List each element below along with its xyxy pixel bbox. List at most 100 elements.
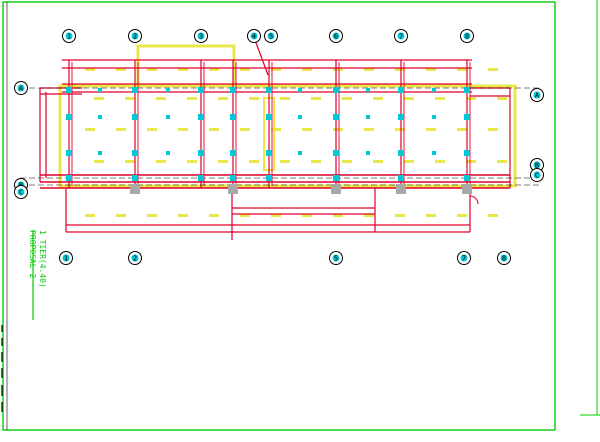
grid-bubble-top-core (397, 32, 405, 40)
column-marker (266, 114, 272, 120)
hatch-dash (364, 128, 374, 131)
hatch-dash (116, 128, 126, 131)
grey-column (331, 184, 341, 194)
column-marker (266, 150, 272, 156)
grid-bubble-left-label: C (19, 189, 23, 197)
column-marker (366, 151, 370, 155)
column-marker (98, 88, 102, 92)
column-marker (166, 115, 170, 119)
grid-bubble-top-core (197, 32, 205, 40)
hatch-dash (147, 214, 157, 217)
grid-bubble-top-label: 6 (334, 33, 338, 41)
grid-bubble-top-label: 7 (399, 33, 403, 41)
column-marker (266, 87, 272, 93)
column-marker (333, 87, 339, 93)
hatch-dash (125, 160, 135, 163)
column-marker (230, 175, 236, 181)
hatch-dash (333, 214, 343, 217)
hatch-dash (426, 128, 436, 131)
door-swing (469, 195, 479, 205)
grid-bubble-top-core (463, 32, 471, 40)
hatch-dash (426, 68, 436, 71)
hatch-dash (156, 160, 166, 163)
hatch-dash (85, 214, 95, 217)
hatch-dash (457, 128, 467, 131)
hatch-dash (209, 128, 219, 131)
grid-bubble-top-label: 3 (199, 33, 203, 41)
column-marker (166, 88, 170, 92)
column-marker (98, 151, 102, 155)
hatch-dash (271, 128, 281, 131)
column-marker (198, 87, 204, 93)
hatch-dash (156, 97, 166, 100)
hatch-dash (125, 97, 135, 100)
hatch-dash (488, 214, 498, 217)
grid-bubble-bottom-core (460, 254, 468, 262)
hatch-dash (85, 128, 95, 131)
hatch-dash (426, 214, 436, 217)
hatch-dash (209, 214, 219, 217)
hatch-dash (240, 128, 250, 131)
column-layer (66, 87, 472, 194)
sheet-border (2, 1, 556, 431)
hatch-dash (488, 68, 498, 71)
column-marker (398, 87, 404, 93)
hatch-dash (280, 160, 290, 163)
grid-bubble-layer: 1234567812578ABCABC (14, 29, 544, 265)
grid-bubble-top-label: 2 (133, 33, 137, 41)
column-marker (398, 150, 404, 156)
column-marker (333, 114, 339, 120)
column-marker (464, 150, 470, 156)
column-marker (132, 150, 138, 156)
grid-bubble-bottom-label: 1 (64, 255, 68, 263)
column-marker (166, 151, 170, 155)
hatch-layer (58, 44, 517, 217)
grid-bubble-right-label: B (535, 162, 539, 170)
hatch-dash (178, 128, 188, 131)
grid-bubble-left-core (17, 188, 25, 196)
hatch-dash (373, 160, 383, 163)
hatch-stair-block (136, 44, 236, 88)
hatch-dash (302, 68, 312, 71)
hatch-dash (466, 160, 476, 163)
grey-column (228, 184, 238, 194)
hatch-dash (342, 160, 352, 163)
grid-bubble-bottom-label: 7 (462, 255, 466, 263)
hatch-dash (364, 214, 374, 217)
grid-bubble-top-core (332, 32, 340, 40)
hatch-dash (116, 214, 126, 217)
column-marker (198, 175, 204, 181)
column-marker (366, 88, 370, 92)
column-marker (464, 114, 470, 120)
grid-bubble-right-core (533, 91, 541, 99)
hatch-dash (240, 214, 250, 217)
grid-bubble-bottom-label: 8 (502, 255, 506, 263)
hatch-dash (333, 128, 343, 131)
grid-bubble-left-core (17, 84, 25, 92)
grey-column (396, 184, 406, 194)
grid-bubble-top-core (250, 32, 258, 40)
hatch-dash (404, 97, 414, 100)
column-marker (198, 114, 204, 120)
hatch-dash (218, 160, 228, 163)
column-marker (298, 115, 302, 119)
grid-bubble-top-label: 8 (465, 33, 469, 41)
grid-bubble-top-label: 5 (269, 33, 273, 41)
column-marker (464, 87, 470, 93)
column-marker (432, 88, 436, 92)
column-marker (398, 175, 404, 181)
column-marker (66, 150, 72, 156)
column-marker (464, 175, 470, 181)
hatch-dash (209, 68, 219, 71)
hatch-dash (395, 68, 405, 71)
hatch-dash (435, 160, 445, 163)
hatch-dash (457, 214, 467, 217)
hatch-dash (187, 160, 197, 163)
hatch-dash (271, 214, 281, 217)
hatch-dash (249, 97, 259, 100)
hatch-dash (333, 68, 343, 71)
column-marker (198, 150, 204, 156)
hatch-dash (94, 160, 104, 163)
title-line-1: 1 TIER(4.40) (38, 230, 47, 288)
